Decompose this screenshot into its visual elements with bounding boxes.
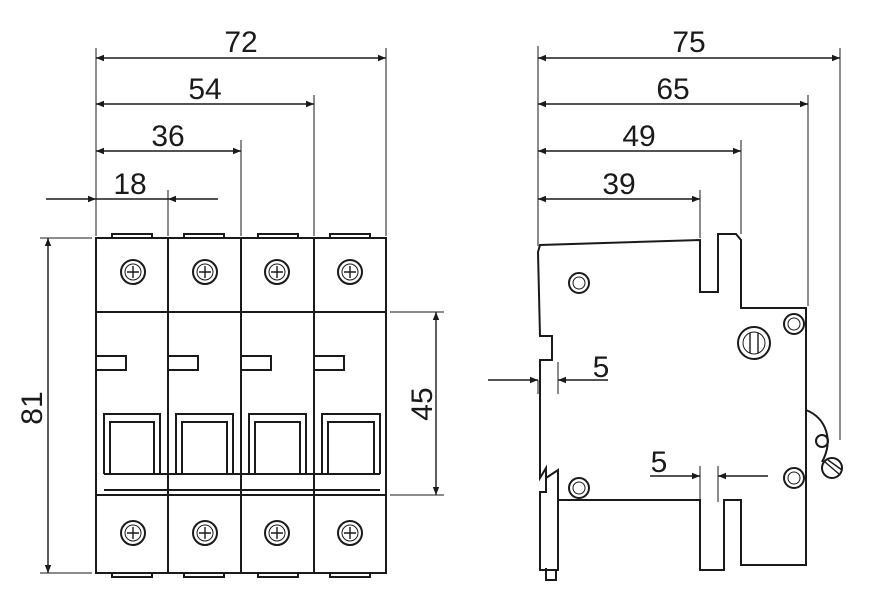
- screw-icon: [120, 259, 146, 285]
- screw-icon: [192, 259, 218, 285]
- rivet-icon: [783, 467, 805, 489]
- screw-icon: [120, 520, 146, 546]
- pole-1: [96, 355, 161, 474]
- terminal-bands: [96, 311, 386, 496]
- indicator-window: [168, 355, 199, 371]
- bottom-terminal-caps: [111, 573, 371, 578]
- top-terminal-caps: [111, 233, 371, 238]
- dim-label-5-rail: 5: [593, 351, 610, 384]
- handle-slot: [321, 413, 381, 474]
- pole-dividers: [167, 238, 315, 573]
- lever-knob-icon: [815, 434, 843, 479]
- screw-icon: [264, 520, 290, 546]
- dim-label-49: 49: [622, 120, 655, 153]
- front-view: 72 54 36 18 81 45: [16, 26, 444, 578]
- dim-label-39: 39: [602, 168, 635, 201]
- indicator-window: [96, 355, 127, 371]
- rivet-icon: [568, 272, 590, 294]
- rivet-icon: [568, 477, 590, 499]
- pole-4: [314, 355, 381, 474]
- screw-icon: [192, 520, 218, 546]
- screw-icon: [264, 259, 290, 285]
- dim-label-72: 72: [224, 26, 257, 59]
- dim-label-65: 65: [656, 73, 689, 106]
- dim-label-5-slot: 5: [651, 446, 668, 479]
- pole-2: [168, 355, 234, 474]
- dim-label-36: 36: [151, 120, 184, 153]
- handle-slot: [103, 413, 161, 474]
- handle-slot: [175, 413, 234, 474]
- indicator-window: [314, 355, 345, 371]
- dim-label-81: 81: [16, 391, 49, 424]
- side-screw-icon: [737, 326, 771, 360]
- dim-label-54: 54: [188, 73, 221, 106]
- dim-label-45: 45: [406, 387, 439, 420]
- bottom-screws: [120, 520, 363, 546]
- side-extension-lines: [537, 46, 841, 440]
- side-body-outline: [536, 233, 807, 571]
- trip-lever: [805, 409, 829, 463]
- top-screws: [120, 259, 363, 285]
- pole-3: [241, 355, 307, 474]
- dim-label-18: 18: [113, 168, 146, 201]
- screw-icon: [337, 259, 363, 285]
- front-extension-lines: [95, 48, 387, 236]
- front-height-extension-lines: [40, 237, 444, 574]
- handle-slot: [248, 413, 307, 474]
- rail-latch: [545, 468, 559, 500]
- indicator-window: [241, 355, 272, 371]
- rivet-icon: [783, 313, 805, 335]
- screw-icon: [337, 520, 363, 546]
- bottom-clip: [545, 568, 557, 581]
- slot-extension-lines: [699, 466, 719, 502]
- handle-tie-bar: [104, 473, 380, 491]
- dim-label-75: 75: [672, 26, 705, 59]
- side-view: 75 65 49 39 5 5: [488, 26, 843, 581]
